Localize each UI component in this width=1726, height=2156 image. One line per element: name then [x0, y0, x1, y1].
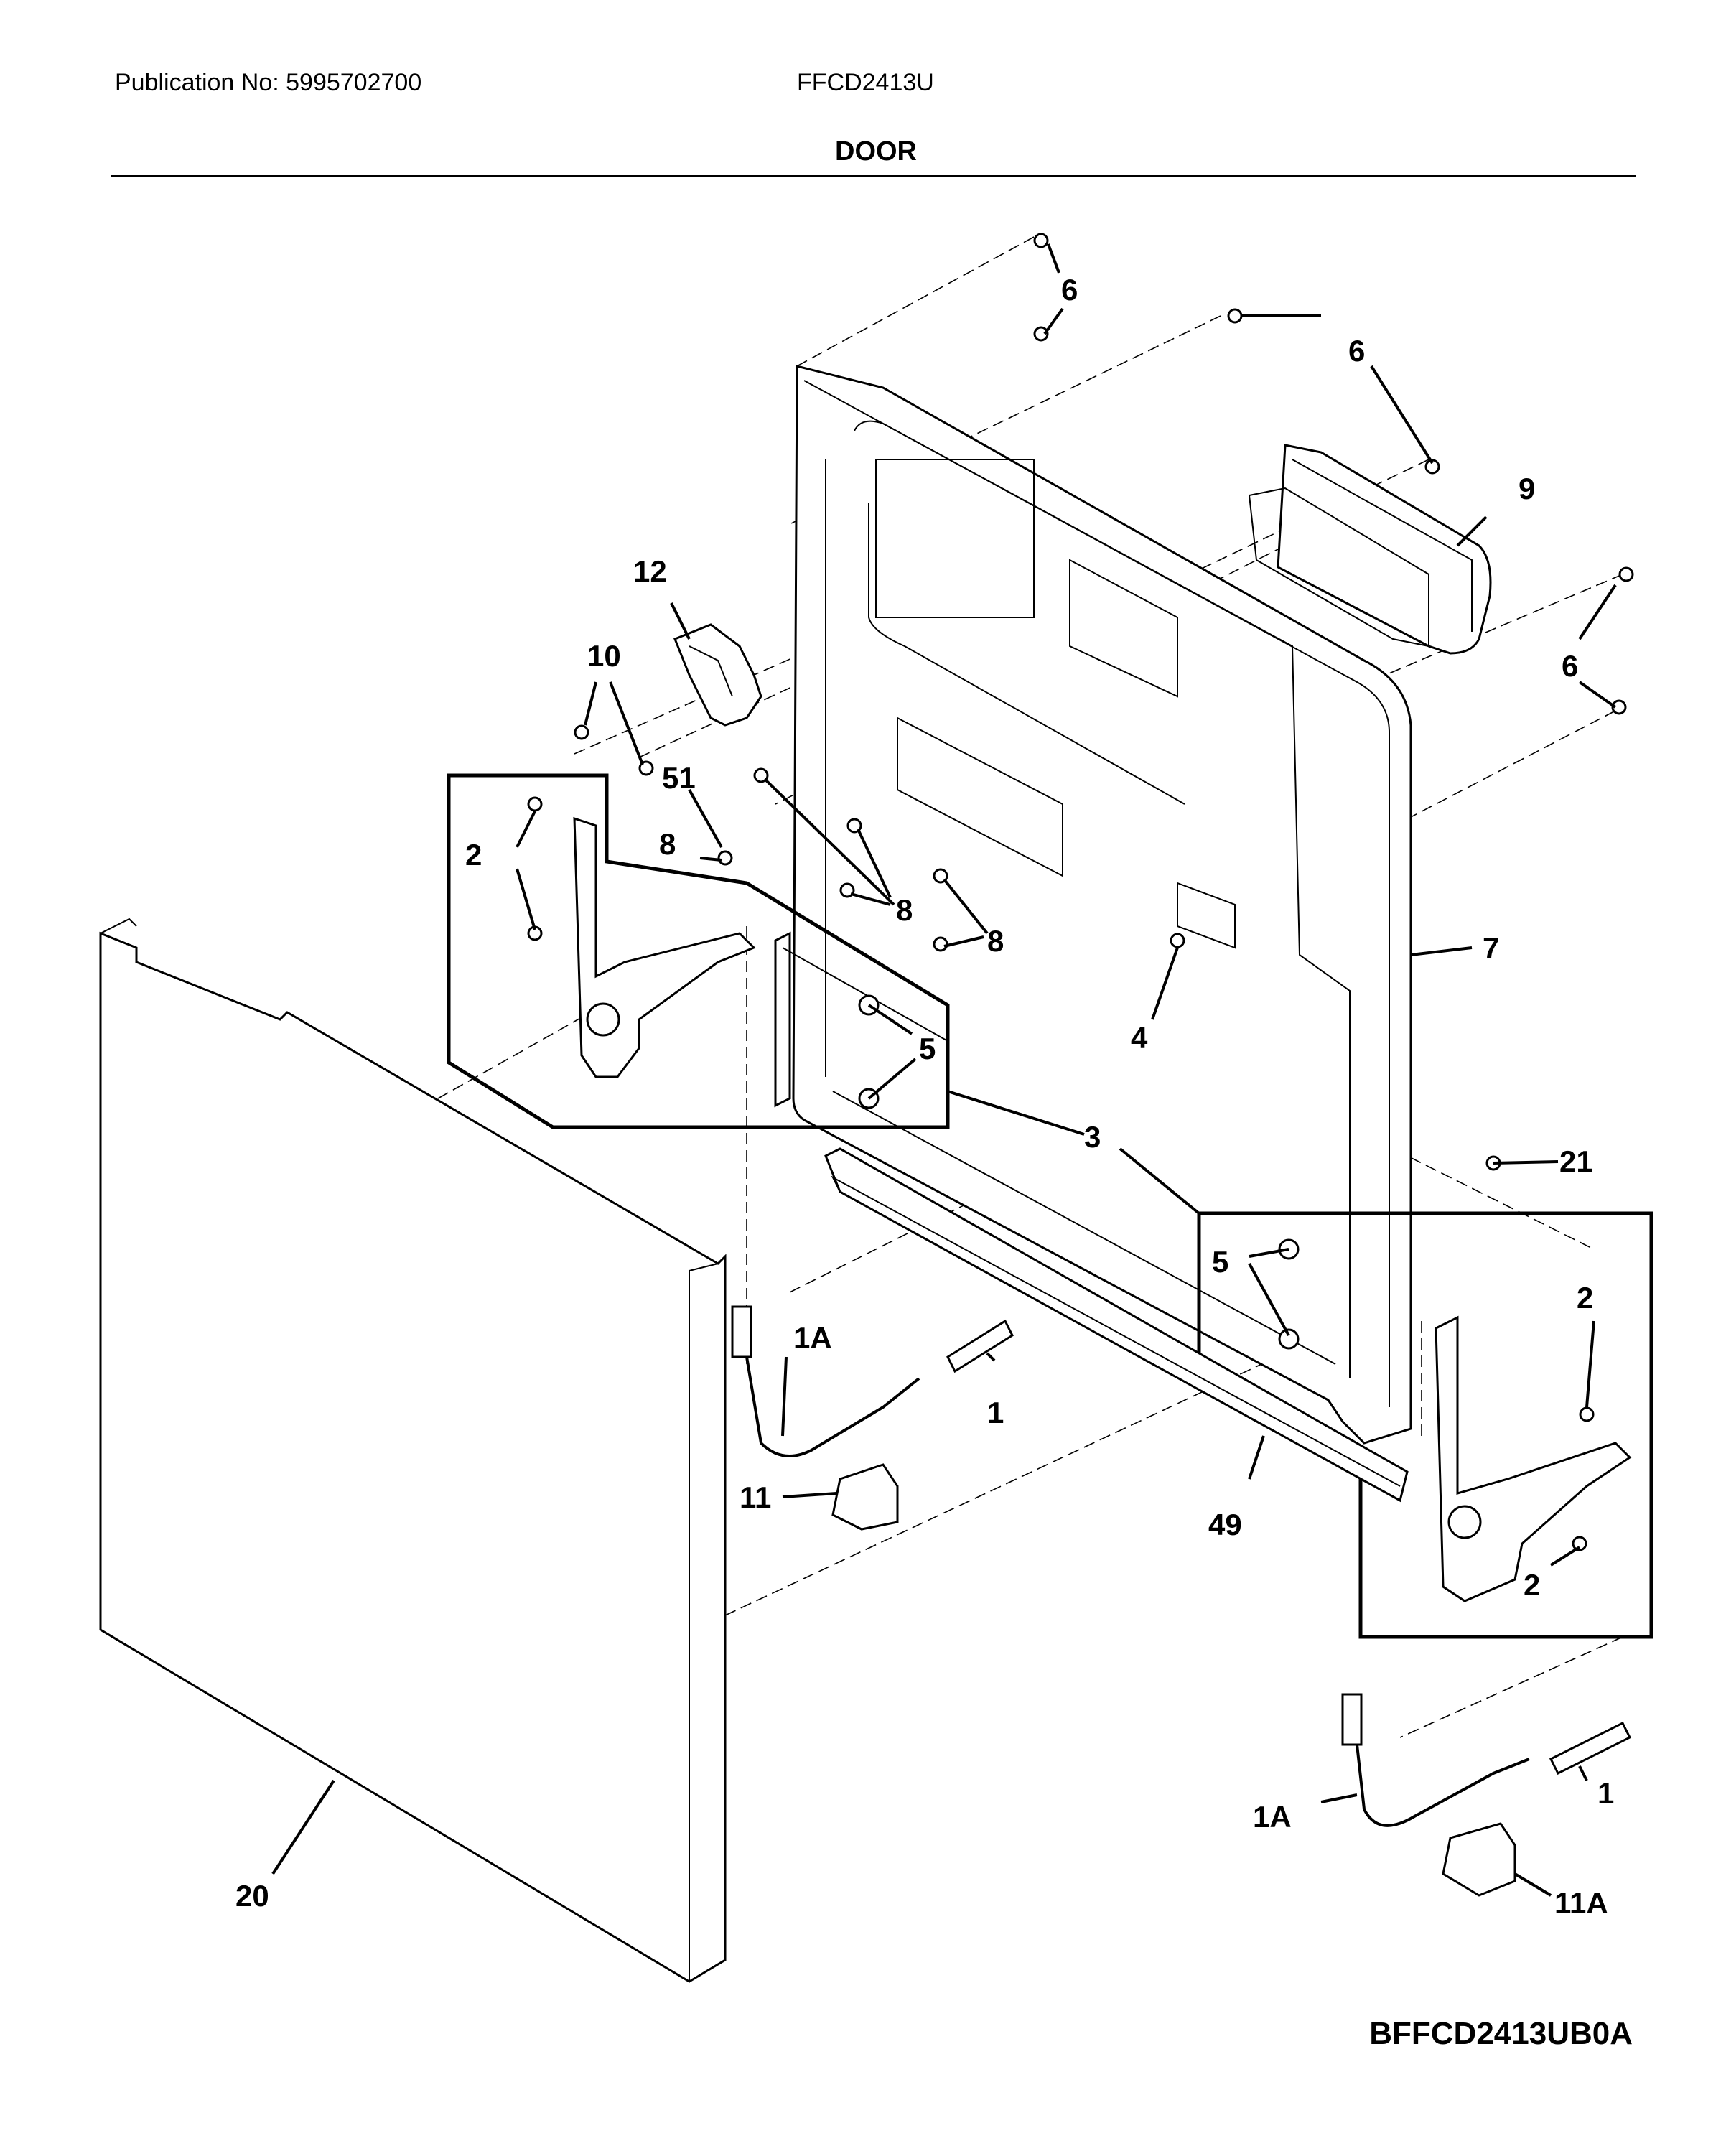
diagram-code: BFFCD2413UB0A — [1369, 2016, 1633, 2051]
publication-number: Publication No: 5995702700 — [115, 69, 422, 96]
callout-10: 10 — [587, 639, 621, 673]
callout-9: 9 — [1519, 472, 1535, 505]
section-title: DOOR — [835, 136, 917, 167]
callout-2b: 2 — [1577, 1281, 1593, 1315]
header-rule — [111, 175, 1636, 177]
callout-5b: 5 — [1212, 1245, 1228, 1279]
callout-7: 7 — [1483, 931, 1499, 965]
leader-lines — [271, 243, 1617, 1897]
callout-4: 4 — [1131, 1021, 1148, 1055]
callout-6c: 6 — [1562, 649, 1578, 683]
callout-1-upper: 1 — [987, 1396, 1004, 1429]
callout-labels: 6 6 6 9 12 10 51 8 8 8 2 5 7 4 3 21 5 2 … — [235, 273, 1614, 1920]
callout-2c: 2 — [1524, 1568, 1540, 1602]
inner-door-panel — [792, 365, 1412, 1445]
callout-6a: 6 — [1061, 273, 1078, 307]
callout-3: 3 — [1084, 1120, 1101, 1154]
bottom-trim — [824, 1147, 1409, 1503]
callout-49: 49 — [1208, 1508, 1242, 1541]
callout-8a: 8 — [659, 827, 676, 861]
control-module — [1248, 444, 1492, 655]
outer-door-panel — [99, 918, 727, 1983]
callout-11A: 11A — [1554, 1886, 1608, 1920]
callout-1A-upper: 1A — [793, 1321, 832, 1355]
callout-1A-lower: 1A — [1253, 1800, 1292, 1834]
callout-21: 21 — [1559, 1144, 1593, 1178]
callout-2a: 2 — [465, 838, 482, 872]
callout-6b: 6 — [1348, 334, 1365, 368]
callout-51: 51 — [662, 761, 696, 795]
callout-5a: 5 — [919, 1032, 936, 1065]
callout-11: 11 — [740, 1480, 771, 1514]
left-hinge-box — [447, 773, 950, 1129]
callout-12: 12 — [633, 554, 667, 588]
model-number: FFCD2413U — [797, 69, 934, 96]
callout-8b: 8 — [896, 893, 913, 927]
callout-20: 20 — [235, 1879, 269, 1913]
callout-1-lower: 1 — [1597, 1776, 1614, 1810]
door-latch — [673, 623, 762, 727]
callout-8c: 8 — [987, 924, 1004, 958]
springs-and-cables — [731, 1305, 1632, 1897]
